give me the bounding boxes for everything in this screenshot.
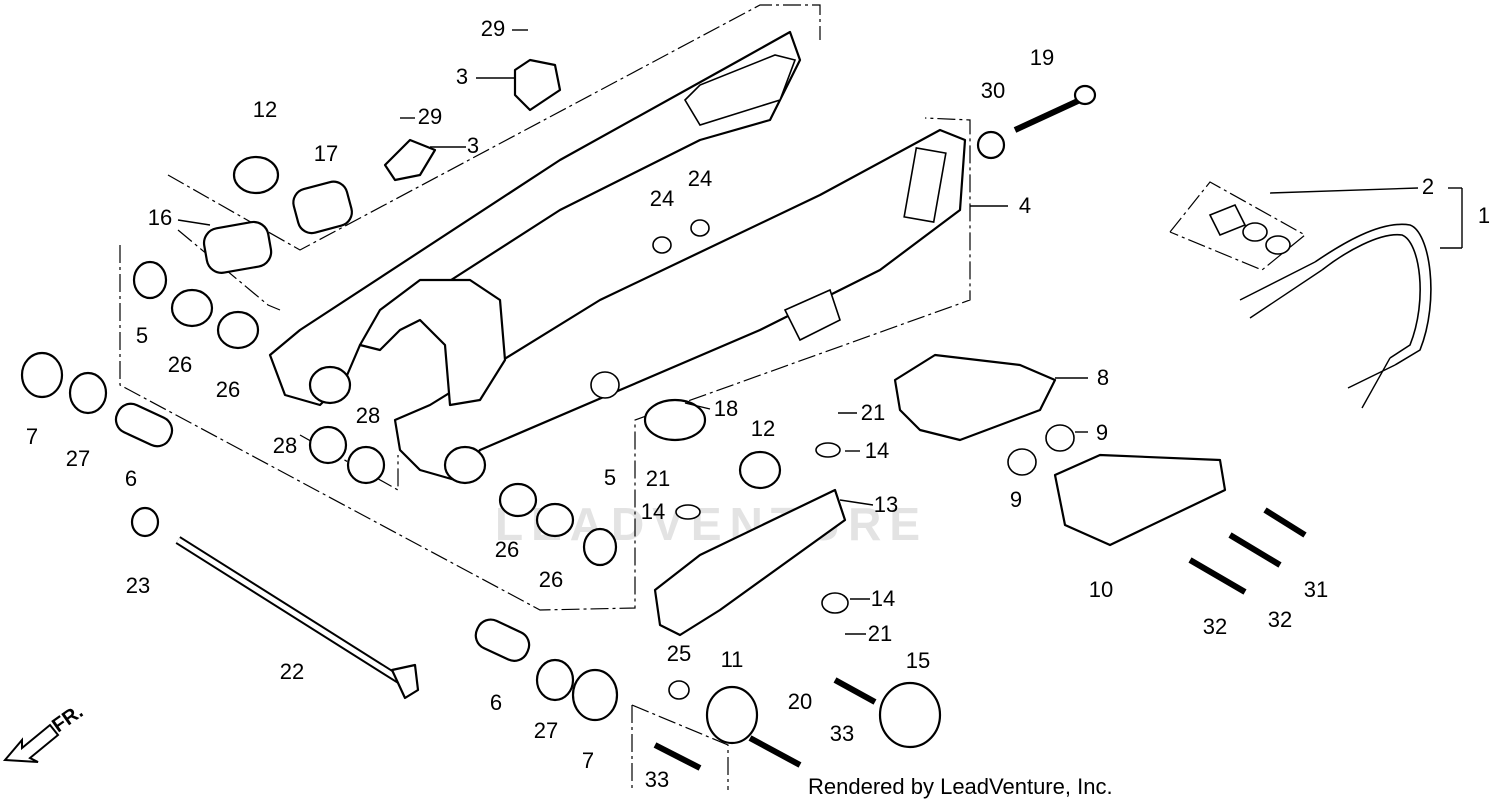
callout-c27b: 27 — [534, 718, 558, 743]
drive-chain[interactable] — [1208, 203, 1432, 409]
callout-c9b: 9 — [1010, 487, 1022, 512]
footer-credit: Rendered by LeadVenture, Inc. — [808, 774, 1113, 799]
callout-c7a: 7 — [26, 424, 38, 449]
callout-c13: 13 — [874, 492, 898, 517]
callout-c10: 10 — [1089, 577, 1113, 602]
callout-c6a: 6 — [125, 466, 137, 491]
callout-c7b: 7 — [582, 748, 594, 773]
callout-c25: 25 — [667, 641, 691, 666]
callout-c26c: 26 — [495, 537, 519, 562]
pivot-axle[interactable] — [175, 536, 420, 700]
callout-c14b: 14 — [641, 499, 665, 524]
callout-c26b: 26 — [216, 377, 240, 402]
bolts-and-hardware[interactable] — [383, 58, 1307, 771]
pivot-bearings-seals[interactable] — [20, 155, 618, 567]
callout-c27a: 27 — [66, 446, 90, 471]
callout-c1: 1 — [1478, 203, 1490, 228]
chain-slider-guide-rollers[interactable] — [471, 353, 1227, 749]
callout-c21c: 21 — [868, 621, 892, 646]
callout-c12b: 12 — [751, 416, 775, 441]
callout-c20: 20 — [788, 689, 812, 714]
callout-c16: 16 — [148, 205, 172, 230]
callout-c30: 30 — [981, 78, 1005, 103]
callout-c4: 4 — [1019, 193, 1031, 218]
callout-c28b: 28 — [356, 403, 380, 428]
callout-c2: 2 — [1422, 174, 1434, 199]
callout-c5b: 5 — [604, 465, 616, 490]
callout-c26a: 26 — [168, 352, 192, 377]
callout-c29b: 29 — [418, 104, 442, 129]
callout-c24b: 24 — [688, 166, 712, 191]
callout-c21a: 21 — [861, 400, 885, 425]
callout-c24a: 24 — [650, 186, 674, 211]
callout-c3a: 3 — [456, 64, 468, 89]
leader-lines — [177, 29, 1463, 635]
callout-c6b: 6 — [490, 690, 502, 715]
callout-c26d: 26 — [539, 567, 563, 592]
callout-c29a: 29 — [481, 16, 505, 41]
callout-c12a: 12 — [253, 97, 277, 122]
callout-c28a: 28 — [273, 433, 297, 458]
callout-c32b: 32 — [1268, 607, 1292, 632]
callout-c15: 15 — [906, 648, 930, 673]
callout-c31: 31 — [1304, 577, 1328, 602]
callout-c9a: 9 — [1096, 420, 1108, 445]
callout-c17: 17 — [314, 141, 338, 166]
callout-c14c: 14 — [871, 586, 895, 611]
callout-c5a: 5 — [136, 323, 148, 348]
callout-c11: 11 — [721, 647, 744, 672]
callout-c33b: 33 — [645, 767, 669, 792]
callout-c33a: 33 — [830, 721, 854, 746]
callout-c14a: 14 — [865, 438, 889, 463]
callout-c8: 8 — [1097, 365, 1109, 390]
swingarm[interactable] — [268, 30, 967, 485]
callout-c32a: 32 — [1203, 614, 1227, 639]
callout-c18: 18 — [714, 396, 738, 421]
callout-c22: 22 — [280, 659, 304, 684]
callout-c21b: 21 — [646, 466, 670, 491]
front-direction-arrow: FR. — [2, 701, 87, 763]
callout-numbers: 2932931217165262672762828232230192424421… — [26, 16, 1490, 792]
callout-c3b: 3 — [467, 133, 479, 158]
callout-c19: 19 — [1030, 45, 1054, 70]
callout-c23: 23 — [126, 573, 150, 598]
